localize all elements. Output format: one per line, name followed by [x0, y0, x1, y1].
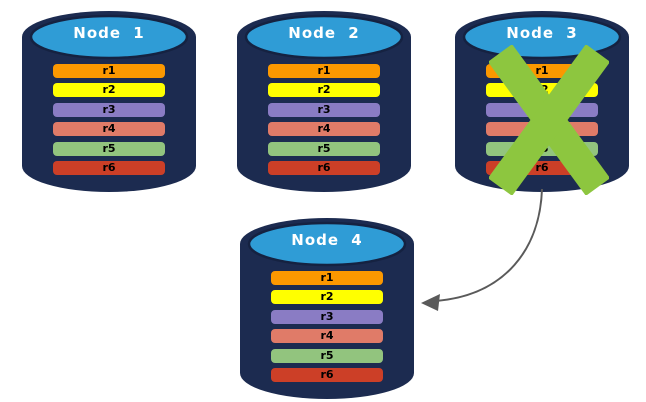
node-title: Node 3 — [506, 24, 578, 42]
replica-bar: r1 — [271, 271, 383, 285]
arrow-head-icon — [421, 294, 440, 311]
replica-bar: r6 — [53, 160, 165, 175]
replica-bar: r6 — [268, 160, 380, 175]
node-1: Node 1 r1 r2 r3 r4 r5 r6 — [22, 11, 196, 192]
replica-list: r1 r2 r3 r4 r5 r6 — [268, 64, 380, 175]
replica-bar: r2 — [53, 83, 165, 98]
arrow-curve — [435, 188, 543, 302]
replica-bar: r3 — [486, 102, 598, 117]
replica-list: r1 r2 r3 r4 r5 r6 — [271, 271, 383, 382]
replica-bar: r6 — [486, 160, 598, 175]
replica-bar: r5 — [268, 141, 380, 156]
replica-bar: r4 — [268, 122, 380, 137]
cylinder-top — [244, 14, 404, 60]
replica-bar: r1 — [268, 64, 380, 78]
replica-bar: r2 — [271, 290, 383, 305]
replica-list: r1 r2 r3 r4 r5 r6 — [486, 64, 598, 175]
node-title: Node 1 — [73, 24, 145, 42]
node-2: Node 2 r1 r2 r3 r4 r5 r6 — [237, 11, 411, 192]
replica-bar: r2 — [268, 83, 380, 98]
replica-bar: r5 — [486, 141, 598, 156]
replica-bar: r3 — [271, 309, 383, 324]
cylinder-top — [247, 221, 407, 267]
replica-list: r1 r2 r3 r4 r5 r6 — [53, 64, 165, 175]
replica-bar: r4 — [53, 122, 165, 137]
replica-bar: r4 — [486, 122, 598, 137]
replica-bar: r4 — [271, 329, 383, 344]
node-title: Node 4 — [291, 231, 363, 249]
replica-bar: r3 — [53, 102, 165, 117]
replica-bar: r5 — [271, 348, 383, 363]
replica-bar: r5 — [53, 141, 165, 156]
node-3: Node 3 r1 r2 r3 r4 r5 r6 — [455, 11, 629, 195]
replica-bar: r1 — [53, 64, 165, 78]
replica-bar: r6 — [271, 367, 383, 382]
replica-bar: r1 — [486, 64, 598, 78]
replica-bar: r2 — [486, 83, 598, 98]
node-4: Node 4 r1 r2 r3 r4 r5 r6 — [240, 218, 414, 399]
replica-bar: r3 — [268, 102, 380, 117]
cylinder-top — [29, 14, 189, 60]
node-title: Node 2 — [288, 24, 360, 42]
